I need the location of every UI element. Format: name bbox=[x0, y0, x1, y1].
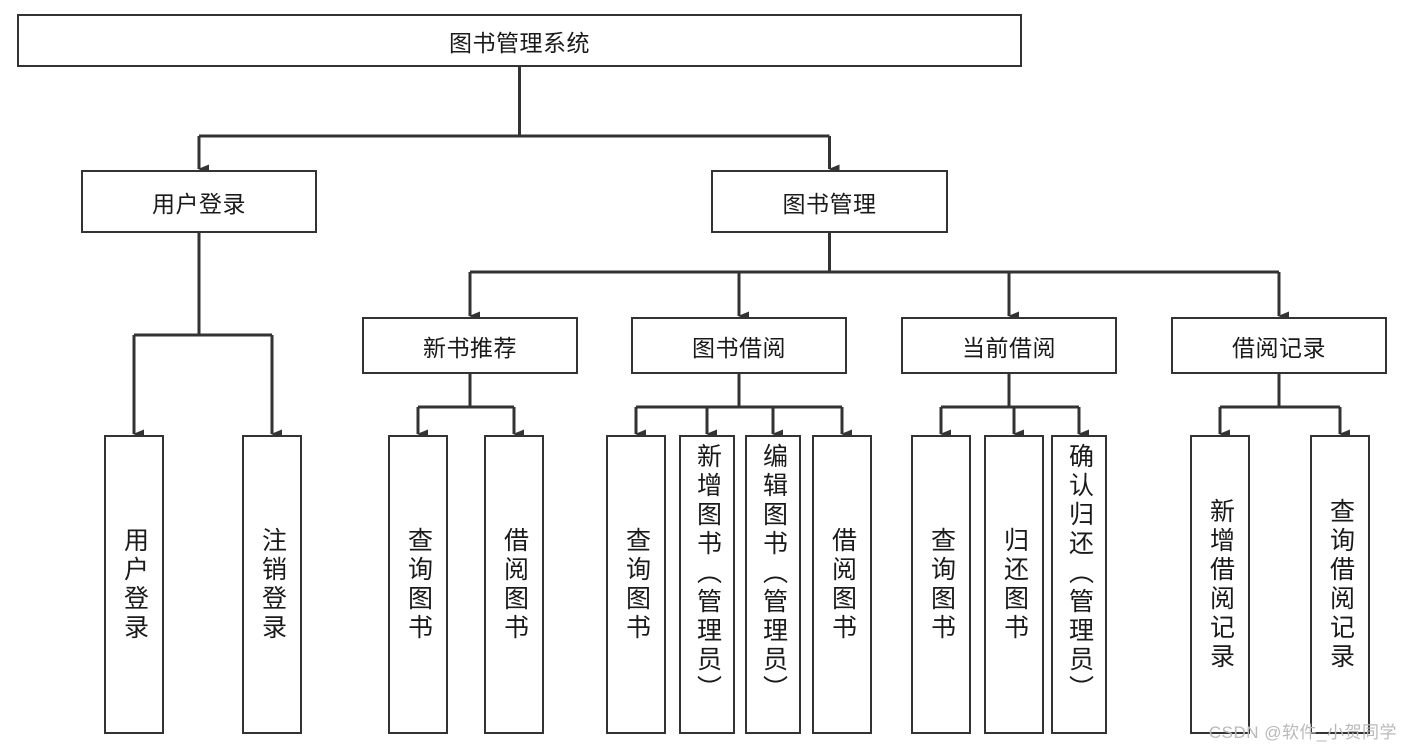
node-label: 用户登录 bbox=[152, 190, 246, 217]
node-label: 新增借阅记录 bbox=[1206, 497, 1235, 672]
node-label: 确认归还（管理员） bbox=[1065, 443, 1094, 704]
node-label: 查询图书 bbox=[927, 526, 956, 643]
leaf-node: 确认归还（管理员） bbox=[1051, 435, 1107, 734]
level3-node: 新书推荐 bbox=[362, 317, 578, 374]
leaf-node: 借阅图书 bbox=[484, 435, 544, 734]
node-label: 编辑图书（管理员） bbox=[759, 443, 788, 704]
leaf-node: 查询图书 bbox=[606, 435, 666, 734]
leaf-node: 查询图书 bbox=[388, 435, 448, 734]
node-label: 新书推荐 bbox=[423, 334, 517, 361]
root-node: 图书管理系统 bbox=[17, 14, 1022, 67]
node-label: 查询图书 bbox=[622, 526, 651, 643]
node-label: 查询图书 bbox=[404, 526, 433, 643]
level2-node: 图书管理 bbox=[711, 170, 948, 233]
node-label: 借阅图书 bbox=[500, 526, 529, 643]
leaf-node: 新增借阅记录 bbox=[1190, 435, 1250, 734]
leaf-node: 用户登录 bbox=[104, 435, 164, 734]
node-label: 当前借阅 bbox=[962, 334, 1056, 361]
leaf-node: 编辑图书（管理员） bbox=[745, 435, 801, 734]
node-label: 归还图书 bbox=[1000, 526, 1029, 643]
level3-node: 当前借阅 bbox=[901, 317, 1117, 374]
node-label: 用户登录 bbox=[120, 526, 149, 643]
level3-node: 借阅记录 bbox=[1171, 317, 1387, 374]
node-label: 图书管理系统 bbox=[449, 29, 590, 56]
node-label: 新增图书（管理员） bbox=[693, 443, 722, 704]
node-label: 图书管理 bbox=[782, 190, 877, 217]
node-label: 借阅图书 bbox=[828, 526, 857, 643]
level3-node: 图书借阅 bbox=[631, 317, 847, 374]
leaf-node: 新增图书（管理员） bbox=[679, 435, 735, 734]
leaf-node: 查询图书 bbox=[911, 435, 971, 734]
level2-node: 用户登录 bbox=[81, 170, 317, 233]
leaf-node: 借阅图书 bbox=[812, 435, 872, 734]
node-label: 图书借阅 bbox=[692, 334, 786, 361]
leaf-node: 归还图书 bbox=[984, 435, 1044, 734]
node-label: 借阅记录 bbox=[1232, 334, 1326, 361]
node-label: 查询借阅记录 bbox=[1326, 497, 1355, 672]
node-label: 注销登录 bbox=[258, 526, 287, 643]
leaf-node: 注销登录 bbox=[242, 435, 302, 734]
watermark-text: CSDN @软件_小贺同学 bbox=[1208, 723, 1397, 742]
leaf-node: 查询借阅记录 bbox=[1310, 435, 1370, 734]
